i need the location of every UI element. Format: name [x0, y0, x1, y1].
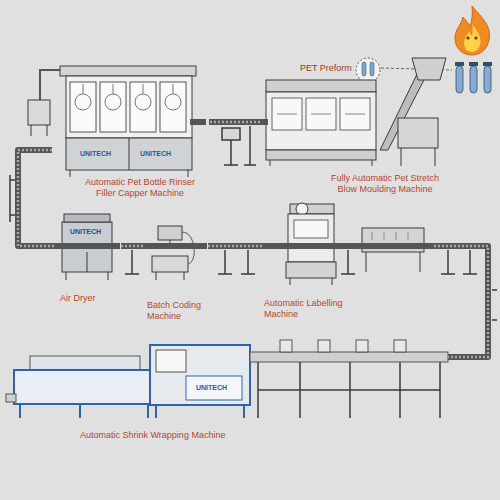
machine-caption: Automatic Labelling Machine — [264, 298, 360, 319]
conveyor-bottles — [18, 150, 55, 246]
shrink-wrapper-drawing — [6, 340, 448, 418]
brand-logo-text: UNITECH — [70, 228, 101, 236]
machine-caption: Air Dryer — [60, 293, 118, 304]
blow-moulding-drawing — [254, 58, 446, 166]
machine-node: Fully Automatic Pet Stretch Blow Mouldin… — [260, 45, 451, 200]
machine-caption: Automatic Pet Bottle Rinser Filler Cappe… — [74, 177, 206, 198]
rinser-filler-capper-drawing — [28, 66, 206, 177]
bottle-conveyor — [209, 122, 260, 123]
bottle-conveyor — [18, 150, 55, 246]
brand-logo-text: UNITECH — [140, 150, 171, 158]
bottle-conveyor — [121, 246, 145, 247]
conveyor-chain — [434, 246, 488, 357]
machine-caption: Fully Automatic Pet Stretch Blow Mouldin… — [322, 173, 448, 194]
bottle-conveyor — [434, 246, 488, 357]
machine-conveyor — [55, 243, 434, 249]
machine-node: Air Dryer — [55, 205, 121, 307]
conveyor-chain — [18, 150, 55, 246]
machine-node: Batch Coding Machine — [145, 215, 208, 325]
machine-caption: Automatic Shrink Wrapping Machine — [80, 430, 280, 441]
conveyor-bottles — [208, 245, 262, 248]
batch-coder-drawing — [152, 226, 194, 280]
conveyor-chain — [209, 119, 260, 125]
bottle-conveyor — [208, 246, 262, 247]
brand-logo-text: UNITECH — [196, 384, 227, 392]
conveyor-bottles — [121, 245, 145, 248]
conveyor-chain — [208, 243, 262, 249]
machine-node: Automatic Shrink Wrapping Machine — [8, 330, 448, 448]
machine-node: Automatic Pet Bottle Rinser Filler Cappe… — [52, 60, 209, 202]
callout-label: PET Preform — [300, 64, 352, 74]
machine-caption: Batch Coding Machine — [147, 300, 205, 321]
machine-node: Automatic Labelling Machine — [262, 202, 434, 323]
conveyor-bottles — [209, 121, 260, 124]
brand-logo-text: UNITECH — [80, 150, 111, 158]
flame-logo — [455, 6, 490, 55]
conveyor-chain — [121, 243, 145, 249]
conveyor-stand — [10, 126, 256, 222]
conveyor-bottles — [434, 246, 488, 357]
